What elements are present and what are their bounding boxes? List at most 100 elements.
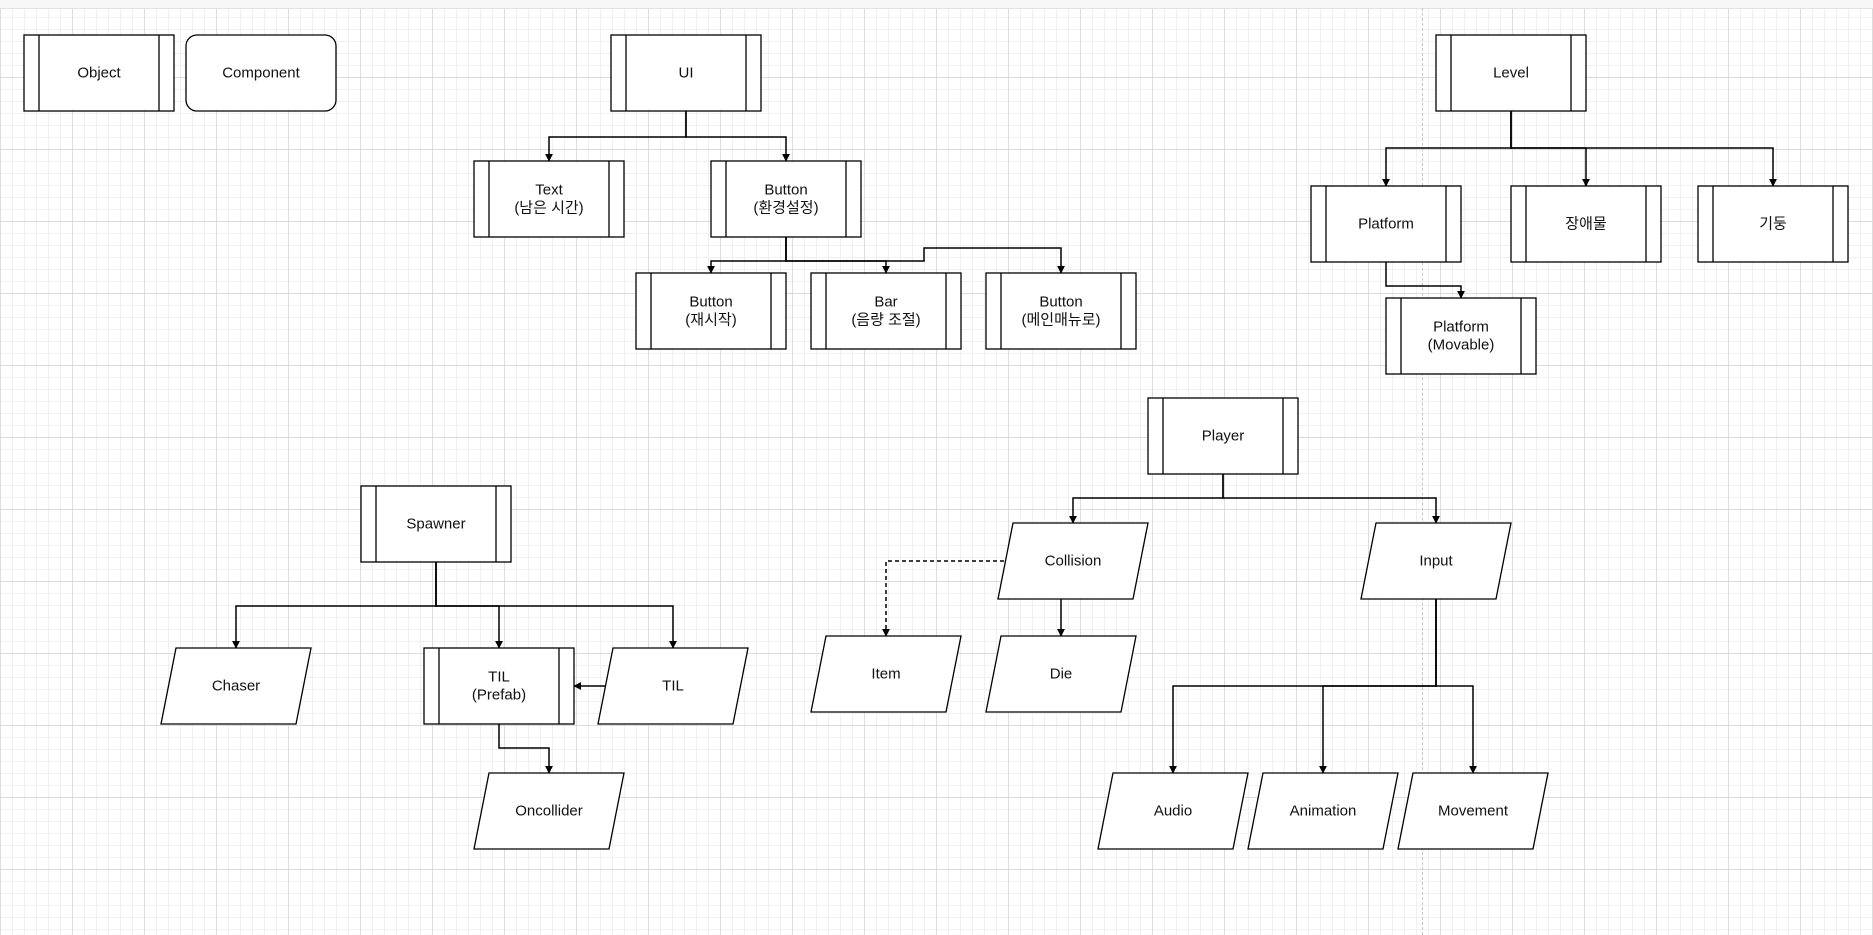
node-collision[interactable]: Collision bbox=[997, 522, 1149, 600]
parallelogram-shape bbox=[1097, 772, 1249, 850]
node-label: Audio bbox=[1154, 803, 1192, 820]
node-chaser[interactable]: Chaser bbox=[160, 647, 312, 725]
edge-ui-to-ui-button-settings[interactable] bbox=[685, 111, 790, 162]
process-shape bbox=[1147, 397, 1299, 475]
node-label: Bar bbox=[874, 294, 897, 311]
edge-spawner-to-til-prefab[interactable] bbox=[435, 562, 503, 649]
process-shape bbox=[360, 485, 512, 563]
edge-til-prefab-to-oncollider[interactable] bbox=[498, 724, 553, 774]
node-obstacle[interactable]: 장애물 bbox=[1510, 185, 1662, 263]
edge-spawner-to-chaser[interactable] bbox=[232, 562, 437, 649]
edge-input-to-movement[interactable] bbox=[1435, 599, 1477, 774]
node-ui-button-restart[interactable]: Button(재시작) bbox=[635, 272, 787, 350]
edge-input-to-animation[interactable] bbox=[1319, 599, 1437, 774]
node-label: Button bbox=[1039, 294, 1082, 311]
node-die[interactable]: Die bbox=[985, 635, 1137, 713]
process-shape bbox=[1510, 185, 1662, 263]
node-label: (Movable) bbox=[1428, 337, 1495, 354]
parallelogram-shape bbox=[1360, 522, 1512, 600]
process-shape bbox=[810, 272, 962, 350]
process-shape bbox=[610, 34, 762, 112]
node-ui-text[interactable]: Text(남은 시간) bbox=[473, 160, 625, 238]
edge-ui-to-ui-text[interactable] bbox=[545, 111, 687, 162]
node-legend-object[interactable]: Object bbox=[23, 34, 175, 112]
node-label: Animation bbox=[1290, 803, 1357, 820]
node-label: TIL bbox=[662, 678, 684, 695]
node-player[interactable]: Player bbox=[1147, 397, 1299, 475]
node-label: Spawner bbox=[406, 516, 465, 533]
node-label: (환경설정) bbox=[753, 200, 818, 217]
edge-spawner-to-til[interactable] bbox=[435, 562, 677, 649]
node-label: (Prefab) bbox=[472, 687, 526, 704]
node-label: Platform bbox=[1358, 216, 1414, 233]
node-ui-bar-volume[interactable]: Bar(음량 조절) bbox=[810, 272, 962, 350]
node-label: Movement bbox=[1438, 803, 1509, 820]
node-label: Die bbox=[1050, 666, 1073, 683]
node-label: Item bbox=[871, 666, 900, 683]
node-movement[interactable]: Movement bbox=[1397, 772, 1549, 850]
node-oncollider[interactable]: Oncollider bbox=[473, 772, 625, 850]
parallelogram-shape bbox=[997, 522, 1149, 600]
node-label: Component bbox=[222, 65, 300, 82]
edge-ui-button-settings-to-ui-bar-volume[interactable] bbox=[785, 237, 890, 274]
process-shape bbox=[423, 647, 575, 725]
node-label: Chaser bbox=[212, 678, 260, 695]
node-label: Button bbox=[689, 294, 732, 311]
canvas-top-ruler bbox=[0, 0, 1873, 9]
page-break-guide bbox=[1422, 8, 1423, 935]
node-input[interactable]: Input bbox=[1360, 522, 1512, 600]
node-ui-button-settings[interactable]: Button(환경설정) bbox=[710, 160, 862, 238]
node-audio[interactable]: Audio bbox=[1097, 772, 1249, 850]
node-label: Collision bbox=[1045, 553, 1102, 570]
node-til[interactable]: TIL bbox=[597, 647, 749, 725]
node-spawner[interactable]: Spawner bbox=[360, 485, 512, 563]
edge-player-to-collision[interactable] bbox=[1069, 474, 1224, 524]
parallelogram-shape bbox=[810, 635, 962, 713]
edge-ui-button-settings-to-ui-button-mainmenu[interactable] bbox=[785, 237, 1065, 274]
node-legend-component[interactable]: Component bbox=[185, 34, 337, 112]
edge-platform-to-platform-movable[interactable] bbox=[1385, 262, 1465, 299]
process-shape bbox=[710, 160, 862, 238]
process-shape bbox=[23, 34, 175, 112]
node-ui[interactable]: UI bbox=[610, 34, 762, 112]
parallelogram-shape bbox=[597, 647, 749, 725]
node-label: 기둥 bbox=[1759, 216, 1787, 233]
node-level[interactable]: Level bbox=[1435, 34, 1587, 112]
process-shape bbox=[1310, 185, 1462, 263]
node-platform-movable[interactable]: Platform(Movable) bbox=[1385, 297, 1537, 375]
node-label: Button bbox=[764, 182, 807, 199]
node-label: TIL bbox=[488, 669, 510, 686]
node-ui-button-mainmenu[interactable]: Button(메인매뉴로) bbox=[985, 272, 1137, 350]
parallelogram-shape bbox=[1397, 772, 1549, 850]
edge-level-to-platform[interactable] bbox=[1382, 111, 1512, 187]
node-label: Object bbox=[77, 65, 121, 82]
node-label: Level bbox=[1493, 65, 1529, 82]
node-pillar[interactable]: 기둥 bbox=[1697, 185, 1849, 263]
node-platform[interactable]: Platform bbox=[1310, 185, 1462, 263]
process-shape bbox=[473, 160, 625, 238]
node-label: (남은 시간) bbox=[514, 200, 583, 217]
connectors bbox=[232, 111, 1777, 774]
edge-player-to-input[interactable] bbox=[1222, 474, 1440, 524]
edge-ui-button-settings-to-ui-button-restart[interactable] bbox=[707, 237, 787, 274]
process-shape bbox=[1435, 34, 1587, 112]
edge-level-to-pillar[interactable] bbox=[1510, 111, 1777, 187]
node-label: UI bbox=[679, 65, 694, 82]
node-til-prefab[interactable]: TIL(Prefab) bbox=[423, 647, 575, 725]
edge-collision-to-item[interactable] bbox=[882, 560, 1011, 637]
node-label: Input bbox=[1419, 553, 1453, 570]
rounded-shape bbox=[185, 34, 337, 112]
node-animation[interactable]: Animation bbox=[1247, 772, 1399, 850]
node-label: Text bbox=[535, 182, 563, 199]
node-item[interactable]: Item bbox=[810, 635, 962, 713]
node-label: (재시작) bbox=[685, 312, 736, 329]
node-label: (음량 조절) bbox=[851, 312, 920, 329]
node-label: 장애물 bbox=[1565, 216, 1606, 233]
process-shape bbox=[1385, 297, 1537, 375]
parallelogram-shape bbox=[160, 647, 312, 725]
process-shape bbox=[985, 272, 1137, 350]
parallelogram-shape bbox=[1247, 772, 1399, 850]
parallelogram-shape bbox=[985, 635, 1137, 713]
process-shape bbox=[635, 272, 787, 350]
